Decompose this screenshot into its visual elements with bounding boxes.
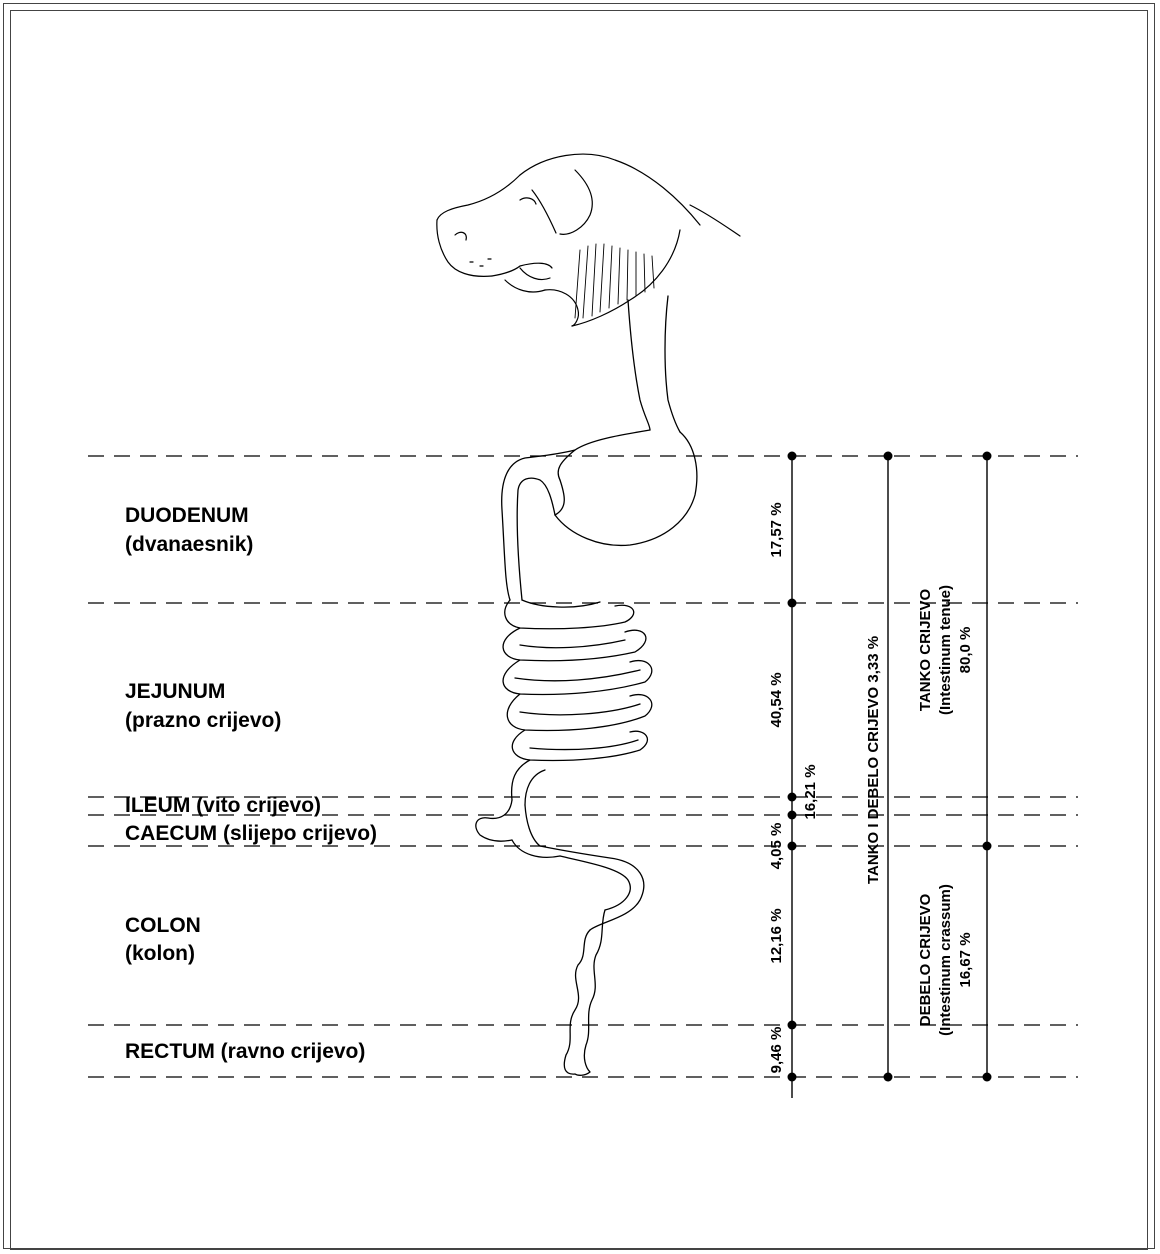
colon-percent: 12,16 %	[768, 908, 785, 963]
dog-head-illustration	[437, 154, 740, 326]
small-intestine-name: TANKO CRIJEVO	[917, 589, 934, 712]
marker-dot	[788, 1021, 797, 1030]
jejunum-percent: 40,54 %	[768, 672, 785, 727]
marker-dot	[788, 599, 797, 608]
intestine-illustration	[476, 296, 697, 1075]
jejunum-local-label: (prazno crijevo)	[125, 709, 281, 732]
colon-label: COLON	[125, 914, 201, 937]
ileum-label: ILEUM (vito crijevo)	[125, 794, 321, 817]
ileum-percent: 16,21 %	[802, 764, 819, 819]
total-labels: TANKO I DEBELO CRIJEVO 3,33 % TANKO CRIJ…	[865, 585, 974, 1036]
whole-intestine-total: TANKO I DEBELO CRIJEVO 3,33 %	[865, 636, 882, 884]
caecum-label: CAECUM (slijepo crijevo)	[125, 822, 377, 845]
marker-dot	[884, 1073, 893, 1082]
marker-dot	[788, 811, 797, 820]
marker-dot	[884, 452, 893, 461]
marker-dot	[788, 793, 797, 802]
rectum-percent: 9,46 %	[768, 1027, 785, 1074]
large-intestine-percent: 16,67 %	[957, 932, 974, 987]
large-intestine-name: DEBELO CRIJEVO	[917, 893, 934, 1026]
jejunum-label: JEJUNUM	[125, 680, 225, 703]
marker-dot	[983, 452, 992, 461]
marker-dot	[983, 842, 992, 851]
marker-dot	[983, 1073, 992, 1082]
duodenum-label: DUODENUM	[125, 504, 249, 527]
section-labels: DUODENUM (dvanaesnik) JEJUNUM (prazno cr…	[125, 504, 377, 1063]
duodenum-local-label: (dvanaesnik)	[125, 533, 253, 556]
colon-local-label: (kolon)	[125, 942, 195, 965]
measurement-lines	[792, 456, 987, 1098]
small-intestine-percent: 80,0 %	[957, 627, 974, 674]
caecum-percent: 4,05 %	[768, 823, 785, 870]
marker-dot	[788, 1073, 797, 1082]
duodenum-percent: 17,57 %	[768, 502, 785, 557]
marker-dot	[788, 452, 797, 461]
rectum-label: RECTUM (ravno crijevo)	[125, 1040, 365, 1063]
marker-dot	[788, 842, 797, 851]
large-intestine-latin: (Intestinum crassum)	[937, 884, 954, 1036]
small-intestine-latin: (Intestinum tenue)	[937, 585, 954, 715]
segment-percentages: 17,57 % 40,54 % 16,21 % 4,05 % 12,16 % 9…	[768, 502, 819, 1073]
